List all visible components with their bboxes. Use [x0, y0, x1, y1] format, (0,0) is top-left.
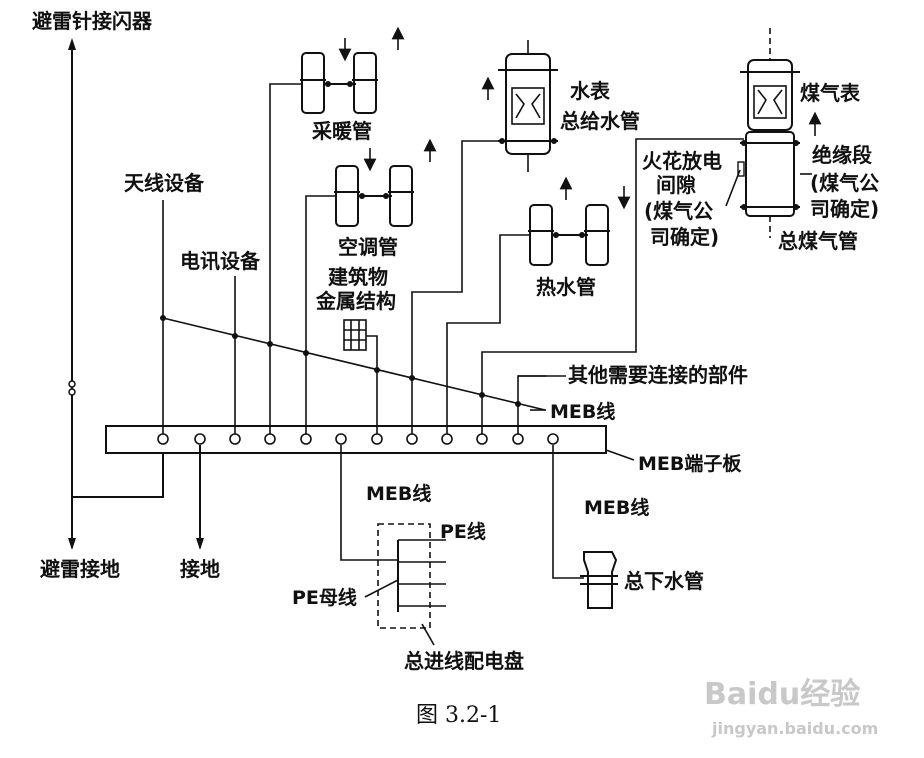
building-metal-grid-icon [343, 319, 367, 351]
spark-gap-leader [725, 169, 741, 207]
label-hot-water-pipe: 热水管 [536, 275, 596, 299]
label-heating-pipe: 采暖管 [312, 119, 372, 143]
label-building-metal-2: 金属结构 [315, 289, 396, 313]
hot-water-pipe-pair [528, 176, 631, 266]
water-meter-icon [481, 40, 558, 172]
label-gas-meter: 煤气表 [800, 81, 861, 105]
label-insulation-1: 绝缘段 [812, 143, 872, 167]
label-pe-busbar: PE母线 [292, 586, 357, 609]
baidu-watermark: Baidu经验 jingyan.baidu.com [704, 677, 878, 738]
label-main-gas-pipe: 总煤气管 [778, 229, 858, 253]
label-spark-gap-3: (煤气公 [644, 199, 713, 223]
lightning-rod-conductor [68, 38, 164, 550]
label-pe-line: PE线 [440, 520, 486, 543]
label-main-water-supply: 总给水管 [560, 109, 640, 133]
label-telecom: 电讯设备 [180, 249, 261, 273]
label-lightning-ground: 避雷接地 [40, 557, 120, 581]
label-meb-line-top: MEB线 [550, 400, 615, 423]
label-main-distribution-board: 总进线配电盘 [404, 649, 524, 673]
figure-caption: 图 3.2-1 [416, 703, 501, 728]
label-meb-line-left: MEB线 [366, 482, 431, 505]
label-insulation-2: (煤气公 [810, 171, 879, 195]
label-other-parts: 其他需要连接的部件 [568, 363, 748, 387]
label-spark-gap-2: 间隙 [656, 173, 696, 197]
main-drain-pipe [552, 445, 618, 609]
label-antenna: 天线设备 [124, 171, 205, 195]
label-lightning-rod: 避雷针接闪器 [32, 9, 153, 33]
ac-pipe-pair [334, 138, 437, 227]
watermark-url: jingyan.baidu.com [711, 719, 878, 738]
distribution-board [340, 445, 446, 646]
meb-terminal-board [105, 425, 607, 454]
label-building-metal-1: 建筑物 [328, 265, 388, 289]
heating-pipe-pair [300, 26, 405, 114]
watermark-brand: Baidu经验 [704, 677, 860, 712]
label-spark-gap-1: 火花放电 [642, 149, 722, 173]
label-meb-line-right: MEB线 [584, 496, 649, 519]
label-insulation-3: 司确定) [810, 197, 879, 221]
label-water-meter: 水表 [570, 79, 611, 103]
label-ground: 接地 [180, 557, 220, 581]
meb-board-leader [605, 449, 635, 461]
label-ac-pipe: 空调管 [338, 235, 398, 259]
gas-meter-icon [737, 28, 822, 238]
label-meb-terminal-board: MEB端子板 [638, 452, 742, 475]
ground-conductor [196, 445, 204, 550]
label-main-drain-pipe: 总下水管 [624, 569, 704, 593]
label-spark-gap-4: 司确定) [650, 225, 719, 249]
